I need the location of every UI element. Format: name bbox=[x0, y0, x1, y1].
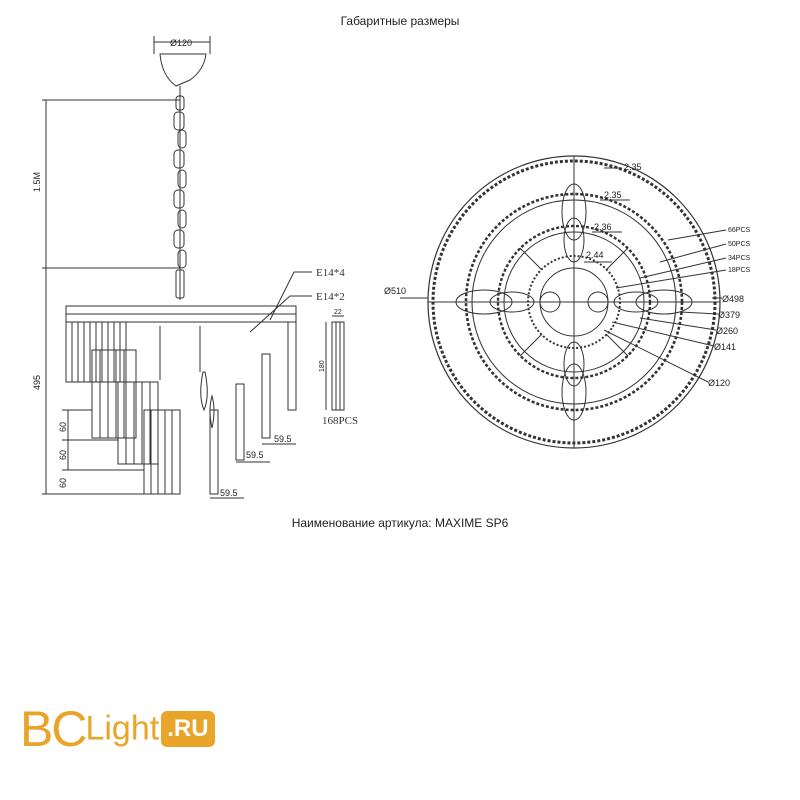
logo-light: Light bbox=[85, 709, 160, 748]
tier-offset-1: 59.5 bbox=[274, 434, 292, 444]
bulb-label-1: E14*4 bbox=[316, 267, 345, 279]
brand-logo[interactable]: BCLight.RU bbox=[20, 700, 215, 760]
prism-tier-4 bbox=[143, 409, 181, 495]
tier-offset-3: 59.5 bbox=[220, 488, 238, 498]
canopy-dia-label: Ø120 bbox=[170, 38, 192, 48]
page-title: Габаритные размеры bbox=[340, 14, 460, 28]
dia-label-5: Ø120 bbox=[708, 378, 730, 388]
prism-tier-2 bbox=[91, 349, 137, 439]
canopy-shape bbox=[159, 53, 207, 87]
tier-height-3: 60 bbox=[58, 478, 68, 488]
pcs-label-2: 50PCS bbox=[728, 241, 751, 248]
prism-count-label: 168PCS bbox=[322, 415, 358, 427]
ring-label-2: 2.35 bbox=[604, 190, 622, 200]
ring-label-1: 2.35 bbox=[624, 162, 642, 172]
prism-height-label: 180 bbox=[319, 360, 326, 372]
prism-tier-1 bbox=[65, 321, 127, 383]
tier-height-2: 60 bbox=[58, 450, 68, 460]
chain-length-label: 1.5M bbox=[32, 172, 42, 192]
pcs-label-4: 18PCS bbox=[728, 267, 751, 274]
logo-ru-badge: .RU bbox=[161, 711, 215, 747]
outer-dia-label: Ø510 bbox=[384, 286, 406, 296]
chain bbox=[173, 95, 187, 299]
tier-height-1: 60 bbox=[58, 422, 68, 432]
dia-label-2: Ø379 bbox=[718, 310, 740, 320]
dia-label-4: Ø141 bbox=[714, 342, 736, 352]
total-height-label: 495 bbox=[32, 375, 42, 390]
dia-label-1: Ø498 bbox=[722, 294, 744, 304]
ring-label-4: 2.44 bbox=[586, 250, 604, 260]
bulb-label-2: E14*2 bbox=[316, 291, 345, 303]
logo-bc: BC bbox=[20, 701, 87, 757]
tier-offset-2: 59.5 bbox=[246, 450, 264, 460]
ring-label-3: 2.36 bbox=[594, 222, 612, 232]
prism-width-label: 22 bbox=[334, 309, 342, 316]
pcs-label-3: 34PCS bbox=[728, 255, 751, 262]
dia-label-3: Ø260 bbox=[716, 326, 738, 336]
article-name: Наименование артикула: MAXIME SP6 bbox=[291, 516, 509, 530]
pcs-label-1: 66PCS bbox=[728, 227, 751, 234]
